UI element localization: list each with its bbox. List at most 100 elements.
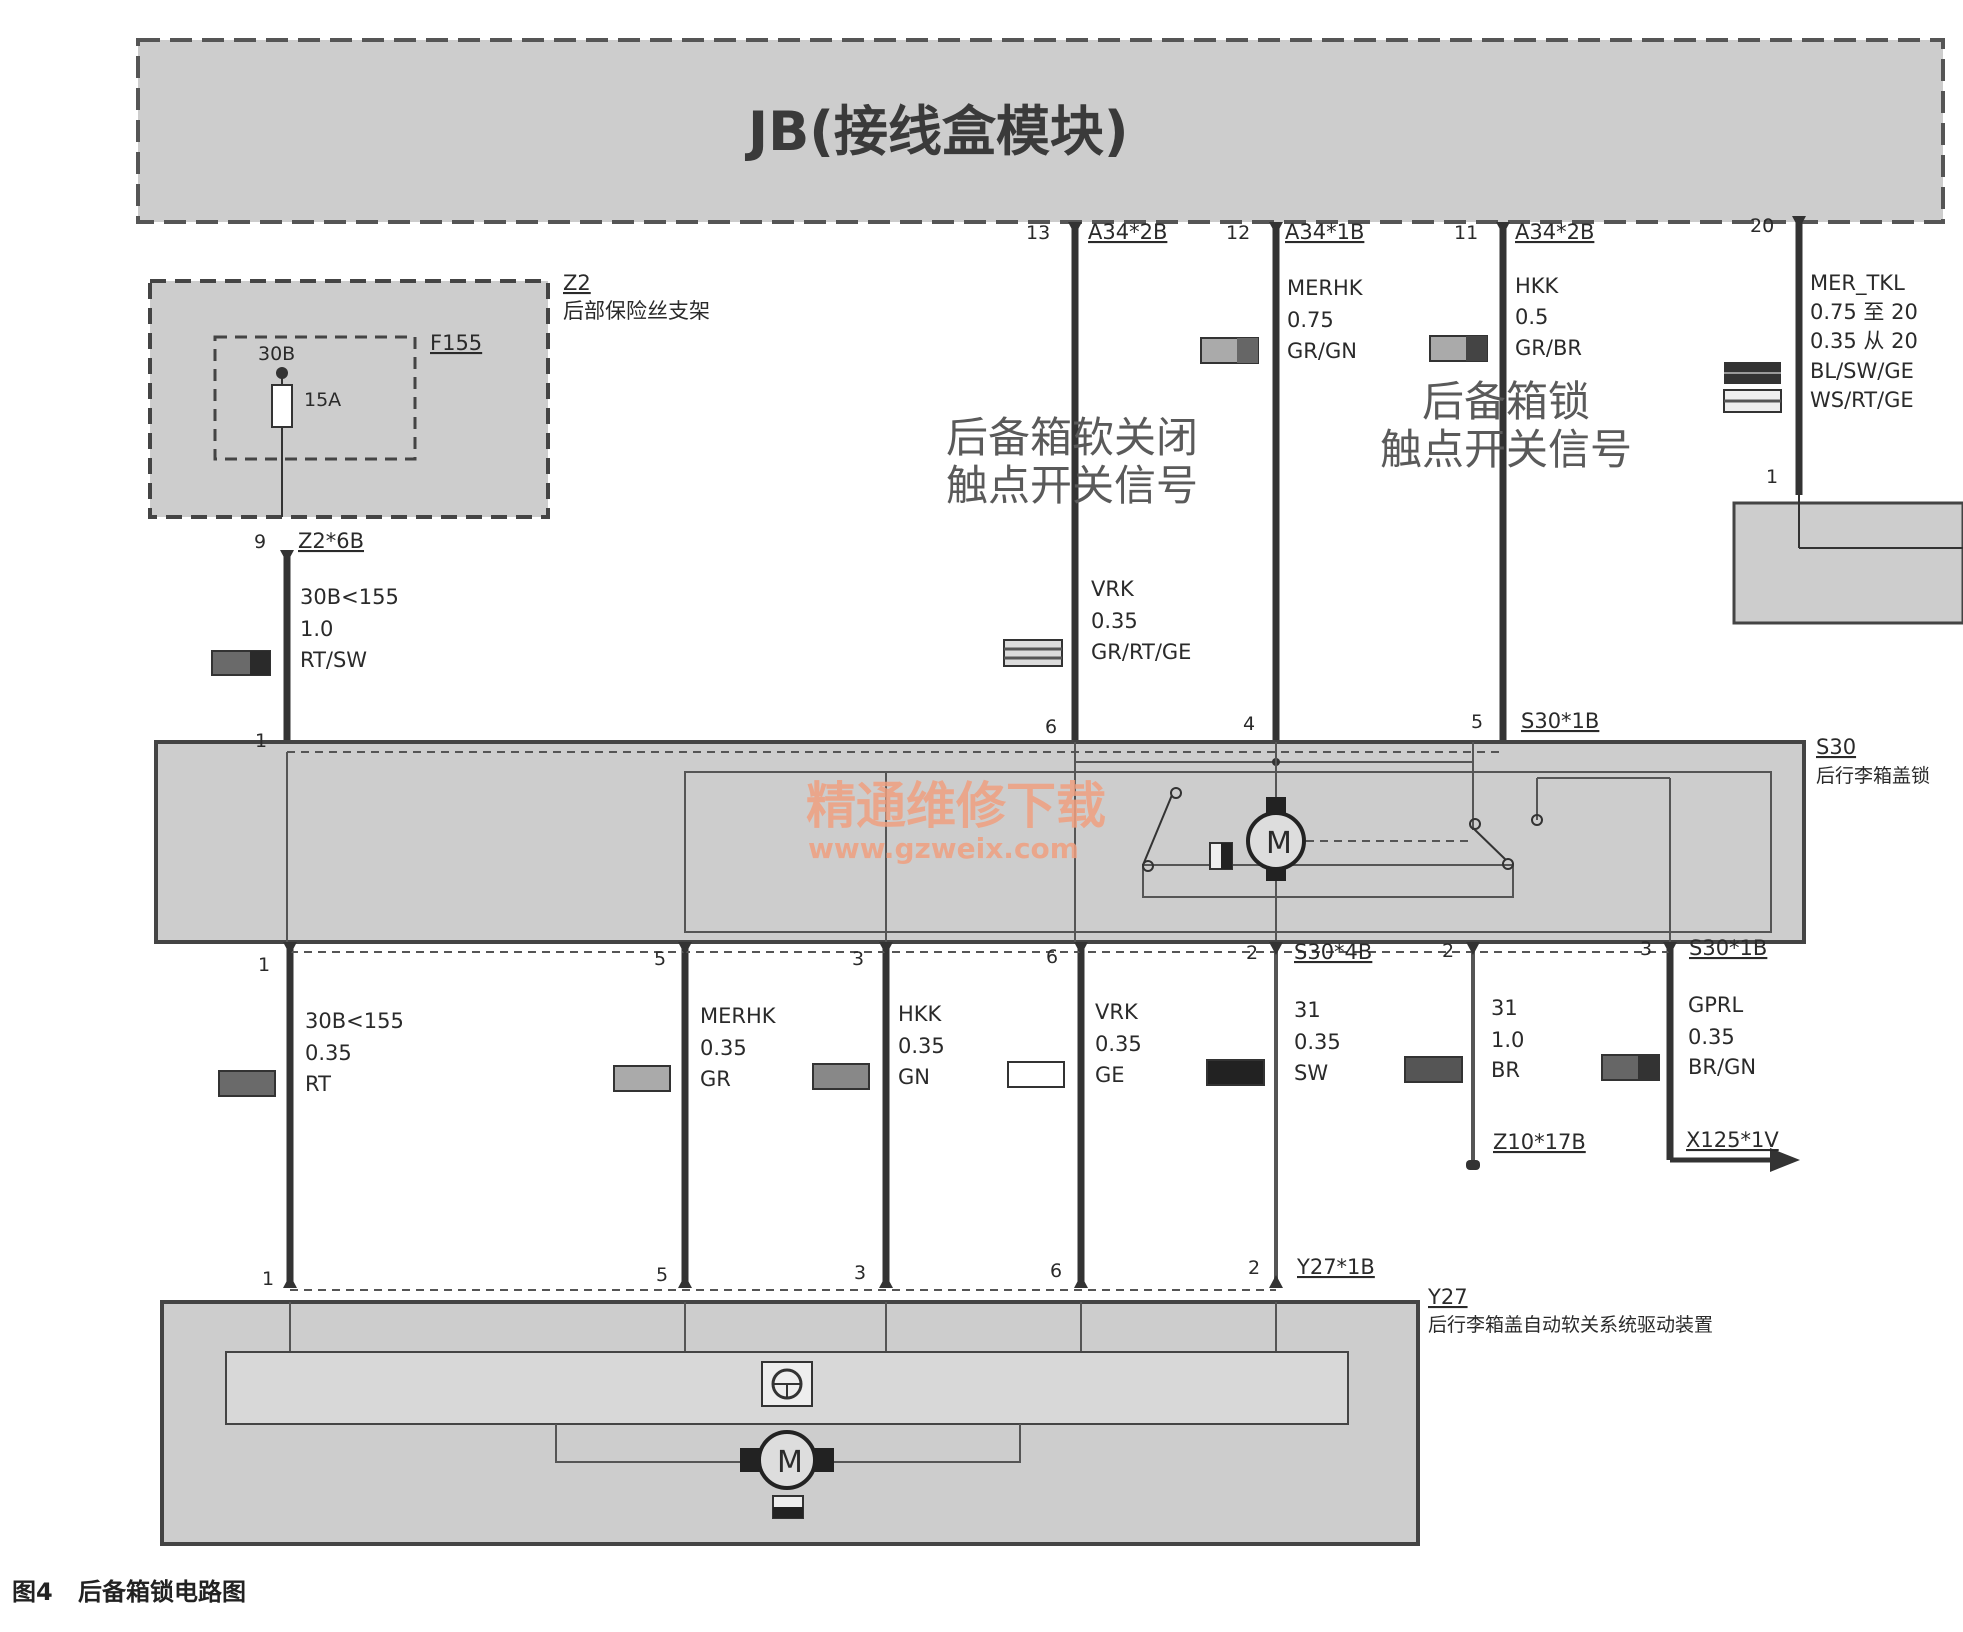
l31b-line3: BR	[1491, 1058, 1520, 1082]
mertkl-line2: 0.75 至 20	[1810, 300, 1918, 324]
y27-code: Y27	[1427, 1285, 1468, 1309]
lock-annotation-2: 触点开关信号	[1380, 425, 1632, 474]
lmerhk-line2: 0.35	[700, 1036, 747, 1060]
s30-top-pin-4: 4	[1243, 713, 1255, 735]
l31b-line1: 31	[1491, 996, 1518, 1020]
lgprl-line2: 0.35	[1688, 1025, 1735, 1049]
lgprl-line3: BR/GN	[1688, 1055, 1756, 1079]
fuse-terminal: 30B	[258, 343, 295, 365]
y27-pin-2: 2	[1248, 1257, 1260, 1279]
y27-motor-label: M	[777, 1445, 803, 1480]
swatch-gr-rt-ge	[1003, 639, 1063, 667]
mertkl-line1: MER_TKL	[1810, 271, 1905, 296]
jb-conn-11: A34*2B	[1515, 220, 1594, 244]
watermark-line1: 精通维修下载	[806, 777, 1106, 835]
f155-fuse-frame	[213, 335, 417, 461]
mertkl-line5: WS/RT/GE	[1810, 388, 1914, 412]
z2-pin: 9	[254, 531, 266, 553]
z2-name: 后部保险丝支架	[563, 299, 710, 323]
right-module-stub	[1732, 501, 1963, 625]
s30-bottom-pin-2b: 2	[1442, 940, 1454, 962]
vrk-line2: 0.35	[1091, 609, 1138, 633]
fuse-icon	[271, 384, 293, 428]
s30-inner-frame	[684, 771, 1772, 933]
l31a-line3: SW	[1294, 1061, 1328, 1085]
jb-pin-12: 12	[1226, 222, 1250, 244]
s30-top-pin-5: 5	[1471, 711, 1483, 733]
z2-fuse-carrier	[148, 279, 550, 519]
merhk-line2: 0.75	[1287, 308, 1334, 332]
soft-close-annotation-1: 后备箱软关闭	[946, 413, 1198, 462]
s30-conn-4b: S30*4B	[1294, 940, 1372, 964]
lgprl-line1: GPRL	[1688, 993, 1744, 1017]
upper-wires	[283, 216, 1803, 750]
swatch-gn	[812, 1063, 870, 1090]
l30b-line1: 30B<155	[305, 1009, 404, 1033]
arrow-conn: X125*1V	[1686, 1128, 1779, 1152]
caption-text: 后备箱锁电路图	[78, 1578, 246, 1606]
l30b-line3: RT	[305, 1072, 331, 1096]
lock-annotation-1: 后备箱锁	[1422, 377, 1590, 426]
l31b-line2: 1.0	[1491, 1028, 1524, 1052]
s30-bottom-pin-1: 1	[258, 954, 270, 976]
l31a-line2: 0.35	[1294, 1030, 1341, 1054]
lvrk-line3: GE	[1095, 1063, 1125, 1087]
s30-switch-loop	[1142, 864, 1514, 898]
lmerhk-line3: GR	[700, 1067, 731, 1091]
y27-motor-icon	[757, 1430, 817, 1490]
jb-module	[136, 38, 1945, 224]
y27-pin-6: 6	[1050, 1260, 1062, 1282]
mertkl-line4: BL/SW/GE	[1810, 359, 1914, 383]
jb-pin-13: 13	[1026, 222, 1050, 244]
ground-icon	[1466, 1160, 1480, 1170]
z2-code: Z2	[563, 271, 591, 295]
fuse-rating: 15A	[304, 389, 341, 411]
s30-top-conn: S30*1B	[1521, 709, 1599, 733]
y27-name: 后行李箱盖自动软关系统驱动装置	[1428, 1314, 1713, 1336]
s30-top-pin-1: 1	[255, 730, 267, 752]
s30-bottom-pin-3: 3	[852, 948, 864, 970]
swatch-rt	[218, 1070, 276, 1097]
swatch-gr	[613, 1065, 671, 1092]
merhk-line1: MERHK	[1287, 276, 1364, 300]
vrk-line1: VRK	[1091, 577, 1135, 601]
right-stub-pin: 1	[1766, 466, 1778, 488]
s30-top-pin-6: 6	[1045, 716, 1057, 738]
hkk-line1: HKK	[1515, 274, 1560, 298]
w30b-line3: RT/SW	[300, 648, 367, 672]
y27-pin-5: 5	[656, 1264, 668, 1286]
w30b-line1: 30B<155	[300, 585, 399, 609]
jb-title: JB(接线盒模块)	[744, 100, 1129, 163]
lhkk-line3: GN	[898, 1065, 930, 1089]
s30-motor-label: M	[1266, 826, 1292, 861]
jb-conn-12: A34*1B	[1285, 220, 1364, 244]
lhkk-line1: HKK	[898, 1002, 943, 1026]
w30b-line2: 1.0	[300, 617, 333, 641]
f155-id: F155	[430, 331, 482, 355]
lhkk-line2: 0.35	[898, 1034, 945, 1058]
jb-pin-11: 11	[1454, 222, 1478, 244]
s30-code: S30	[1816, 735, 1856, 759]
s30-bottom-pin-2a: 2	[1246, 942, 1258, 964]
s30-bottom-pin-3b: 3	[1640, 938, 1652, 960]
jb-conn-13: A34*2B	[1088, 220, 1167, 244]
y27-pin-1: 1	[262, 1268, 274, 1290]
z2-conn: Z2*6B	[298, 529, 364, 553]
arrow-icon	[1770, 1148, 1800, 1172]
ground-conn: Z10*17B	[1493, 1130, 1586, 1154]
vrk-line3: GR/RT/GE	[1091, 640, 1191, 664]
s30-motor-icon	[1246, 811, 1306, 871]
lvrk-line1: VRK	[1095, 1000, 1139, 1024]
jb-pin-20: 20	[1750, 215, 1774, 237]
s30-lock-module	[154, 740, 1806, 944]
swatch-sw	[1206, 1059, 1265, 1086]
hkk-line2: 0.5	[1515, 305, 1548, 329]
merhk-line3: GR/GN	[1287, 339, 1357, 363]
s30-bottom-pin-5: 5	[654, 948, 666, 970]
l30b-line2: 0.35	[305, 1041, 352, 1065]
s30-bottom-pin-6: 6	[1046, 946, 1058, 968]
caption-fig: 图4	[12, 1578, 53, 1606]
s30-conn-1b-bottom: S30*1B	[1689, 936, 1767, 960]
soft-close-annotation-2: 触点开关信号	[946, 461, 1198, 510]
